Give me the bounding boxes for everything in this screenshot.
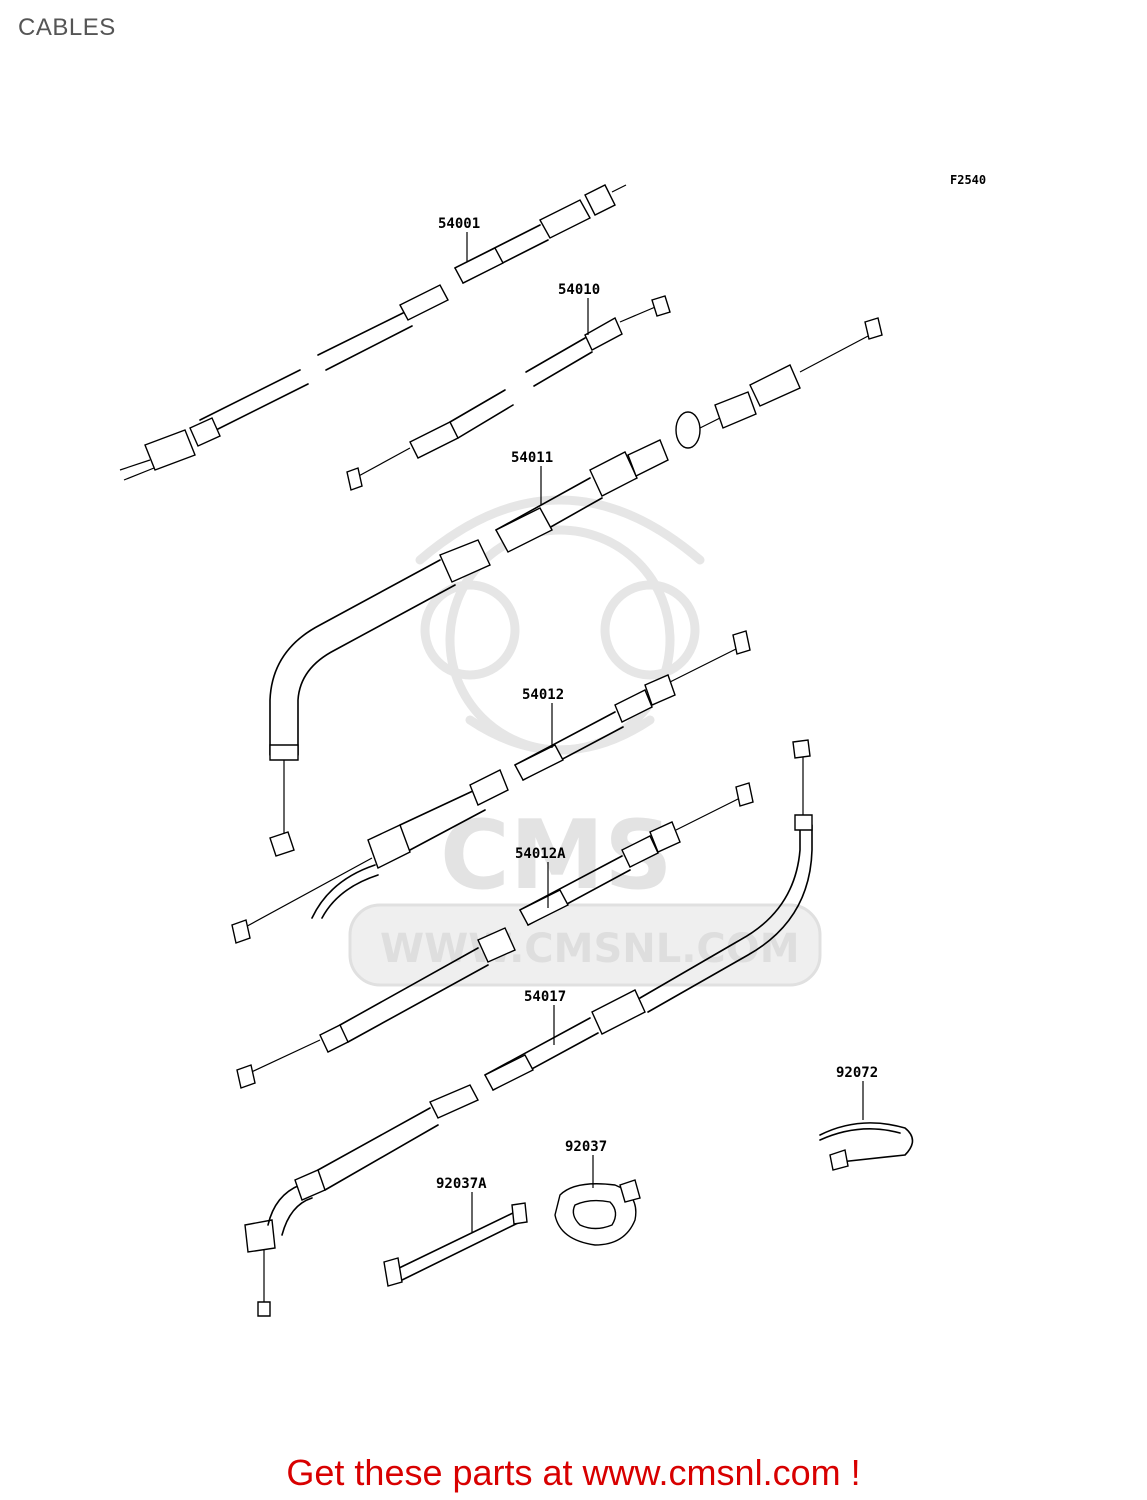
part-label-54017: 54017 — [524, 989, 566, 1005]
cable-54012 — [231, 630, 751, 944]
part-label-54011: 54011 — [511, 450, 553, 466]
footer-cta-link[interactable]: Get these parts at www.cmsnl.com ! — [286, 1452, 861, 1493]
part-label-92037: 92037 — [565, 1139, 607, 1155]
part-label-92037A: 92037A — [436, 1176, 487, 1192]
page-title: CABLES — [18, 14, 116, 41]
cable-54010 — [346, 295, 671, 491]
cable-54012A — [236, 782, 754, 1089]
figure-code: F2540 — [950, 173, 986, 187]
part-label-92072: 92072 — [836, 1065, 878, 1081]
parts-diagram: CMS WWW.CMSNL.COM F2540 54001 54 — [119, 173, 986, 1317]
part-label-54001: 54001 — [438, 216, 480, 232]
part-92037-holder — [554, 1179, 641, 1246]
watermark-url: WWW.CMSNL.COM — [380, 926, 800, 972]
part-label-54012: 54012 — [522, 687, 564, 703]
cable-54011 — [269, 317, 883, 857]
cable-54017 — [244, 739, 813, 1317]
part-92072-band — [819, 1122, 914, 1171]
cable-54001 — [119, 184, 627, 481]
watermark: CMS WWW.CMSNL.COM — [348, 495, 822, 987]
part-label-54012A: 54012A — [515, 846, 566, 862]
part-label-54010: 54010 — [558, 282, 600, 298]
part-92037A-clamp — [383, 1202, 528, 1287]
